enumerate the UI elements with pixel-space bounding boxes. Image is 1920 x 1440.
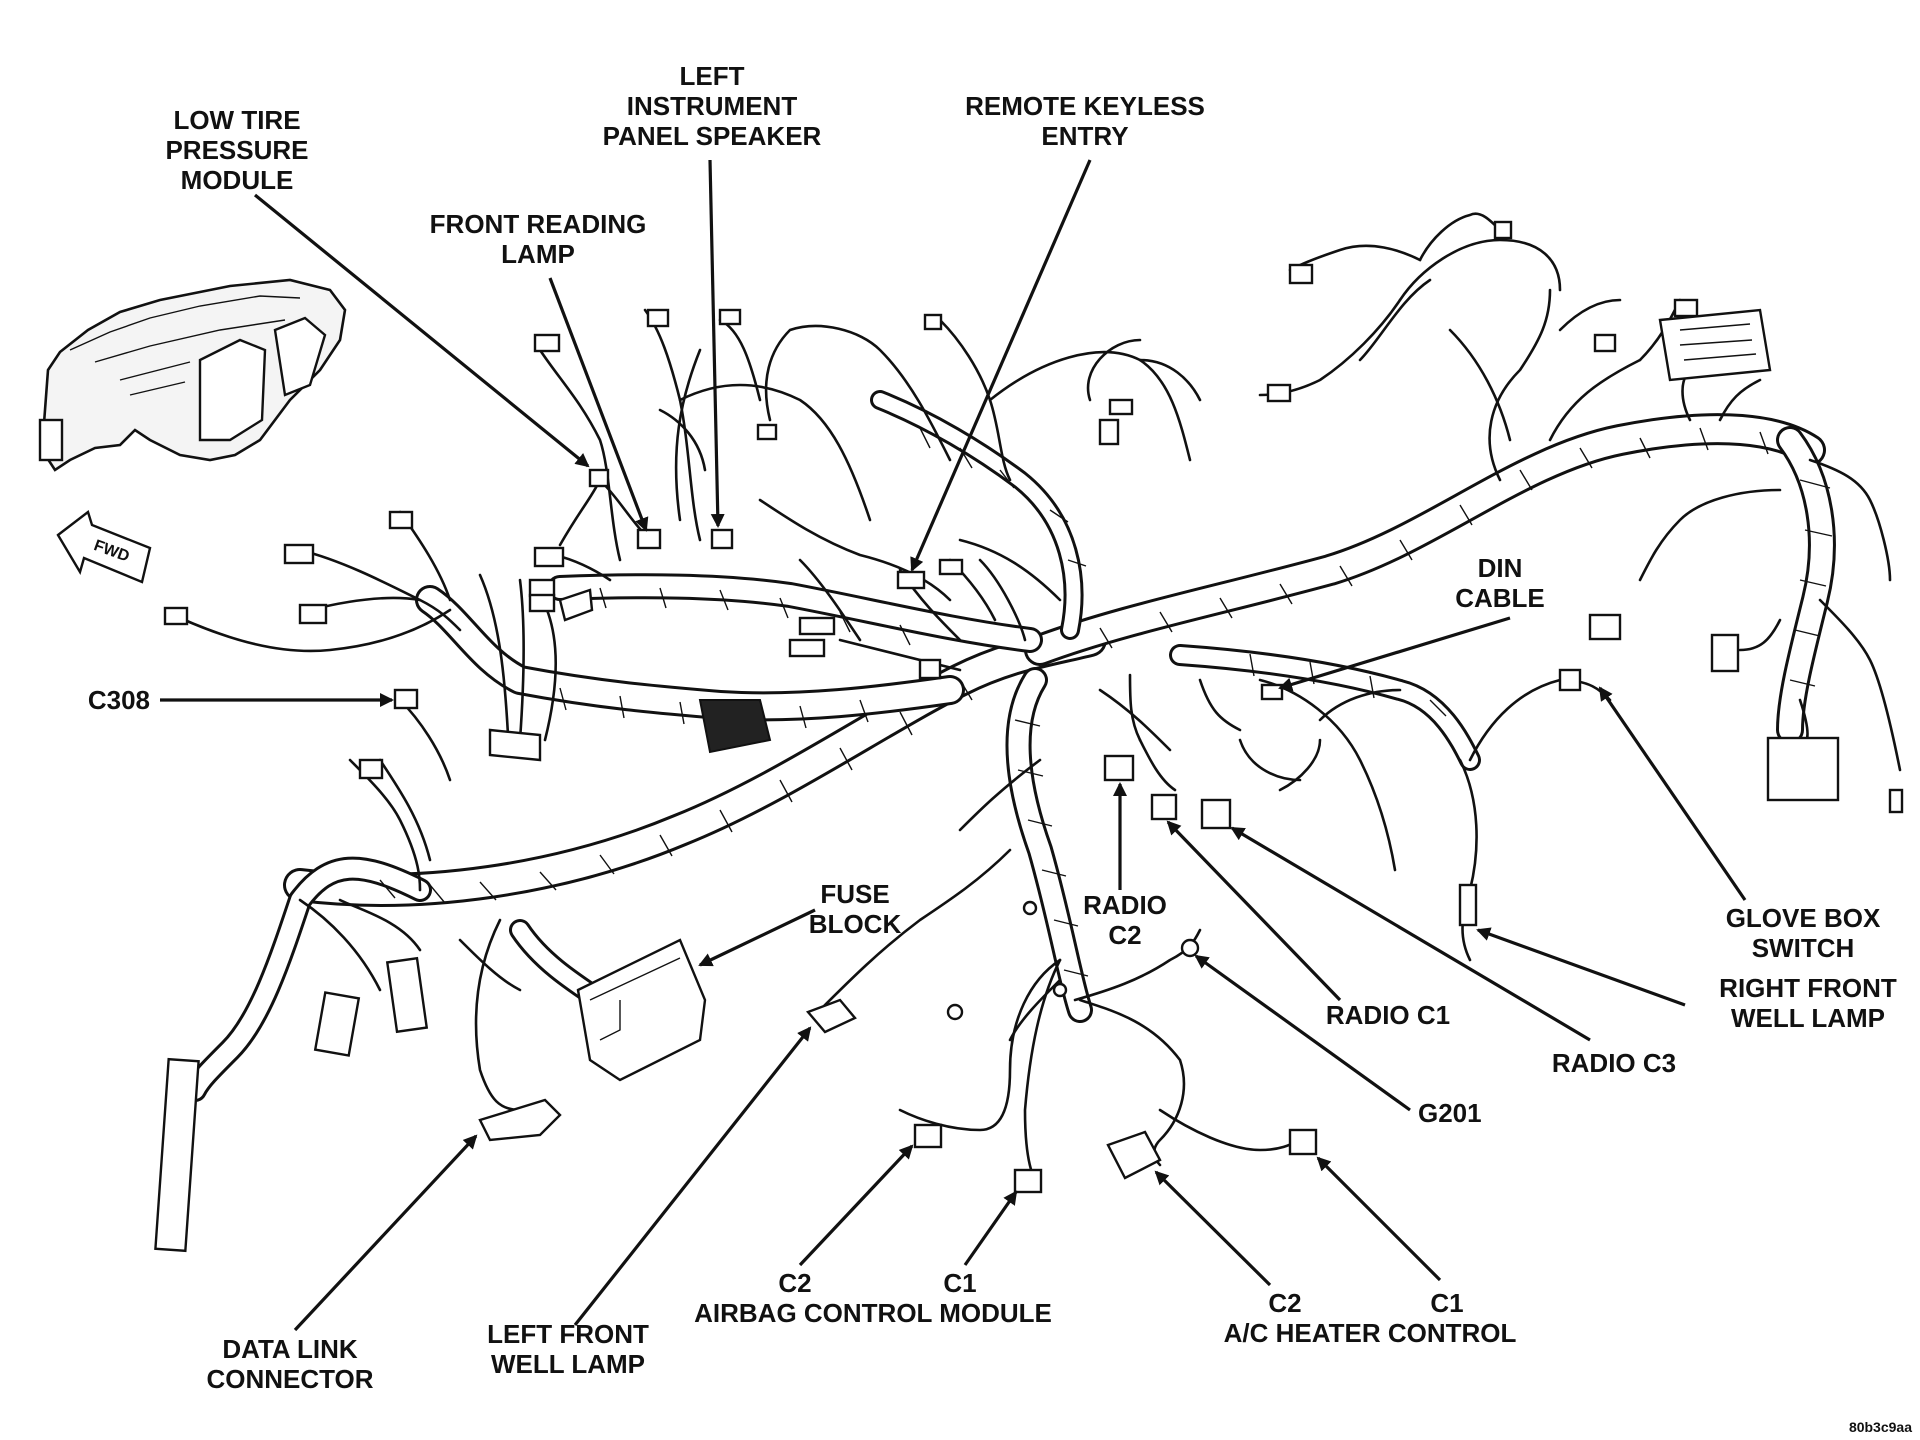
label-remote-keyless-line2: ENTRY — [1041, 121, 1128, 151]
label-airbag-module: AIRBAG CONTROL MODULE — [694, 1298, 1052, 1328]
left-front-well-lamp-connector — [805, 998, 857, 1034]
label-radio-c2-line1: RADIO — [1083, 890, 1167, 920]
label-fuse-line2: BLOCK — [809, 909, 902, 939]
cluster-connector — [154, 1057, 200, 1253]
radio-c1-connector — [1150, 793, 1178, 821]
label-airbag-c2: C2 — [778, 1268, 811, 1298]
label-airbag-c1: C1 — [943, 1268, 976, 1298]
label-ac-c2: C2 — [1268, 1288, 1301, 1318]
figure-id: 80b3c9aa — [1849, 1419, 1912, 1435]
label-rf-well-line2: WELL LAMP — [1731, 1003, 1885, 1033]
label-data-link-line2: CONNECTOR — [206, 1364, 373, 1394]
label-radio-c1: RADIO C1 — [1326, 1000, 1450, 1030]
harness-wrap-marks — [379, 427, 1833, 977]
label-ac-heater-control: A/C HEATER CONTROL — [1224, 1318, 1517, 1348]
c308-connector — [393, 688, 419, 710]
ac-c1-connector — [1288, 1128, 1318, 1156]
glove-box-switch-connector — [1558, 668, 1582, 692]
label-glove-box-line1: GLOVE BOX — [1726, 903, 1881, 933]
connectors — [154, 220, 1904, 1253]
label-radio-c3: RADIO C3 — [1552, 1048, 1676, 1078]
ac-c2-connector — [1106, 1130, 1162, 1180]
instrument-panel-icon — [38, 278, 347, 472]
label-din-line2: CABLE — [1455, 583, 1545, 613]
label-c308: C308 — [88, 685, 150, 715]
g201-ground-eyelet — [1180, 938, 1200, 958]
label-glove-box-line2: SWITCH — [1752, 933, 1855, 963]
main-harness — [183, 390, 1836, 1102]
label-low-tire-line1: LOW TIRE — [173, 105, 300, 135]
fuse-block — [576, 938, 707, 1082]
radio-c3-connector — [1200, 798, 1232, 830]
data-link-connector — [478, 1098, 562, 1142]
low-tire-pressure-connector — [588, 468, 610, 488]
label-g201: G201 — [1418, 1098, 1482, 1128]
label-speaker-line3: PANEL SPEAKER — [603, 121, 822, 151]
label-din-line1: DIN — [1478, 553, 1523, 583]
label-radio-c2-line2: C2 — [1108, 920, 1141, 950]
label-speaker-line2: INSTRUMENT — [627, 91, 798, 121]
airbag-c1-connector — [1013, 1168, 1043, 1194]
din-cable-connector — [1260, 683, 1284, 701]
body-controller-connector — [1658, 308, 1772, 382]
leader-lines — [160, 159, 1747, 1332]
right-front-well-lamp-connector — [1458, 883, 1478, 927]
callout-labels: LOW TIRE PRESSURE MODULE LEFT INSTRUMENT… — [88, 61, 1912, 1435]
airbag-c2-connector — [913, 1123, 943, 1149]
label-remote-keyless-line1: REMOTE KEYLESS — [965, 91, 1205, 121]
remote-keyless-connector — [896, 570, 926, 590]
label-front-reading-line1: FRONT READING — [430, 209, 647, 239]
label-low-tire-line3: MODULE — [181, 165, 294, 195]
radio-c2-connector — [1103, 754, 1135, 782]
label-fuse-line1: FUSE — [820, 879, 889, 909]
label-rf-well-line1: RIGHT FRONT — [1719, 973, 1897, 1003]
label-lf-well-line1: LEFT FRONT — [487, 1319, 649, 1349]
label-lf-well-line2: WELL LAMP — [491, 1349, 645, 1379]
front-reading-lamp-connector — [636, 528, 662, 550]
label-speaker-line1: LEFT — [680, 61, 745, 91]
label-low-tire-line2: PRESSURE — [165, 135, 308, 165]
label-data-link-line1: DATA LINK — [222, 1334, 357, 1364]
forward-arrow-icon: FWD — [56, 509, 152, 584]
speaker-connector — [710, 528, 734, 550]
label-front-reading-line2: LAMP — [501, 239, 575, 269]
label-ac-c1: C1 — [1430, 1288, 1463, 1318]
